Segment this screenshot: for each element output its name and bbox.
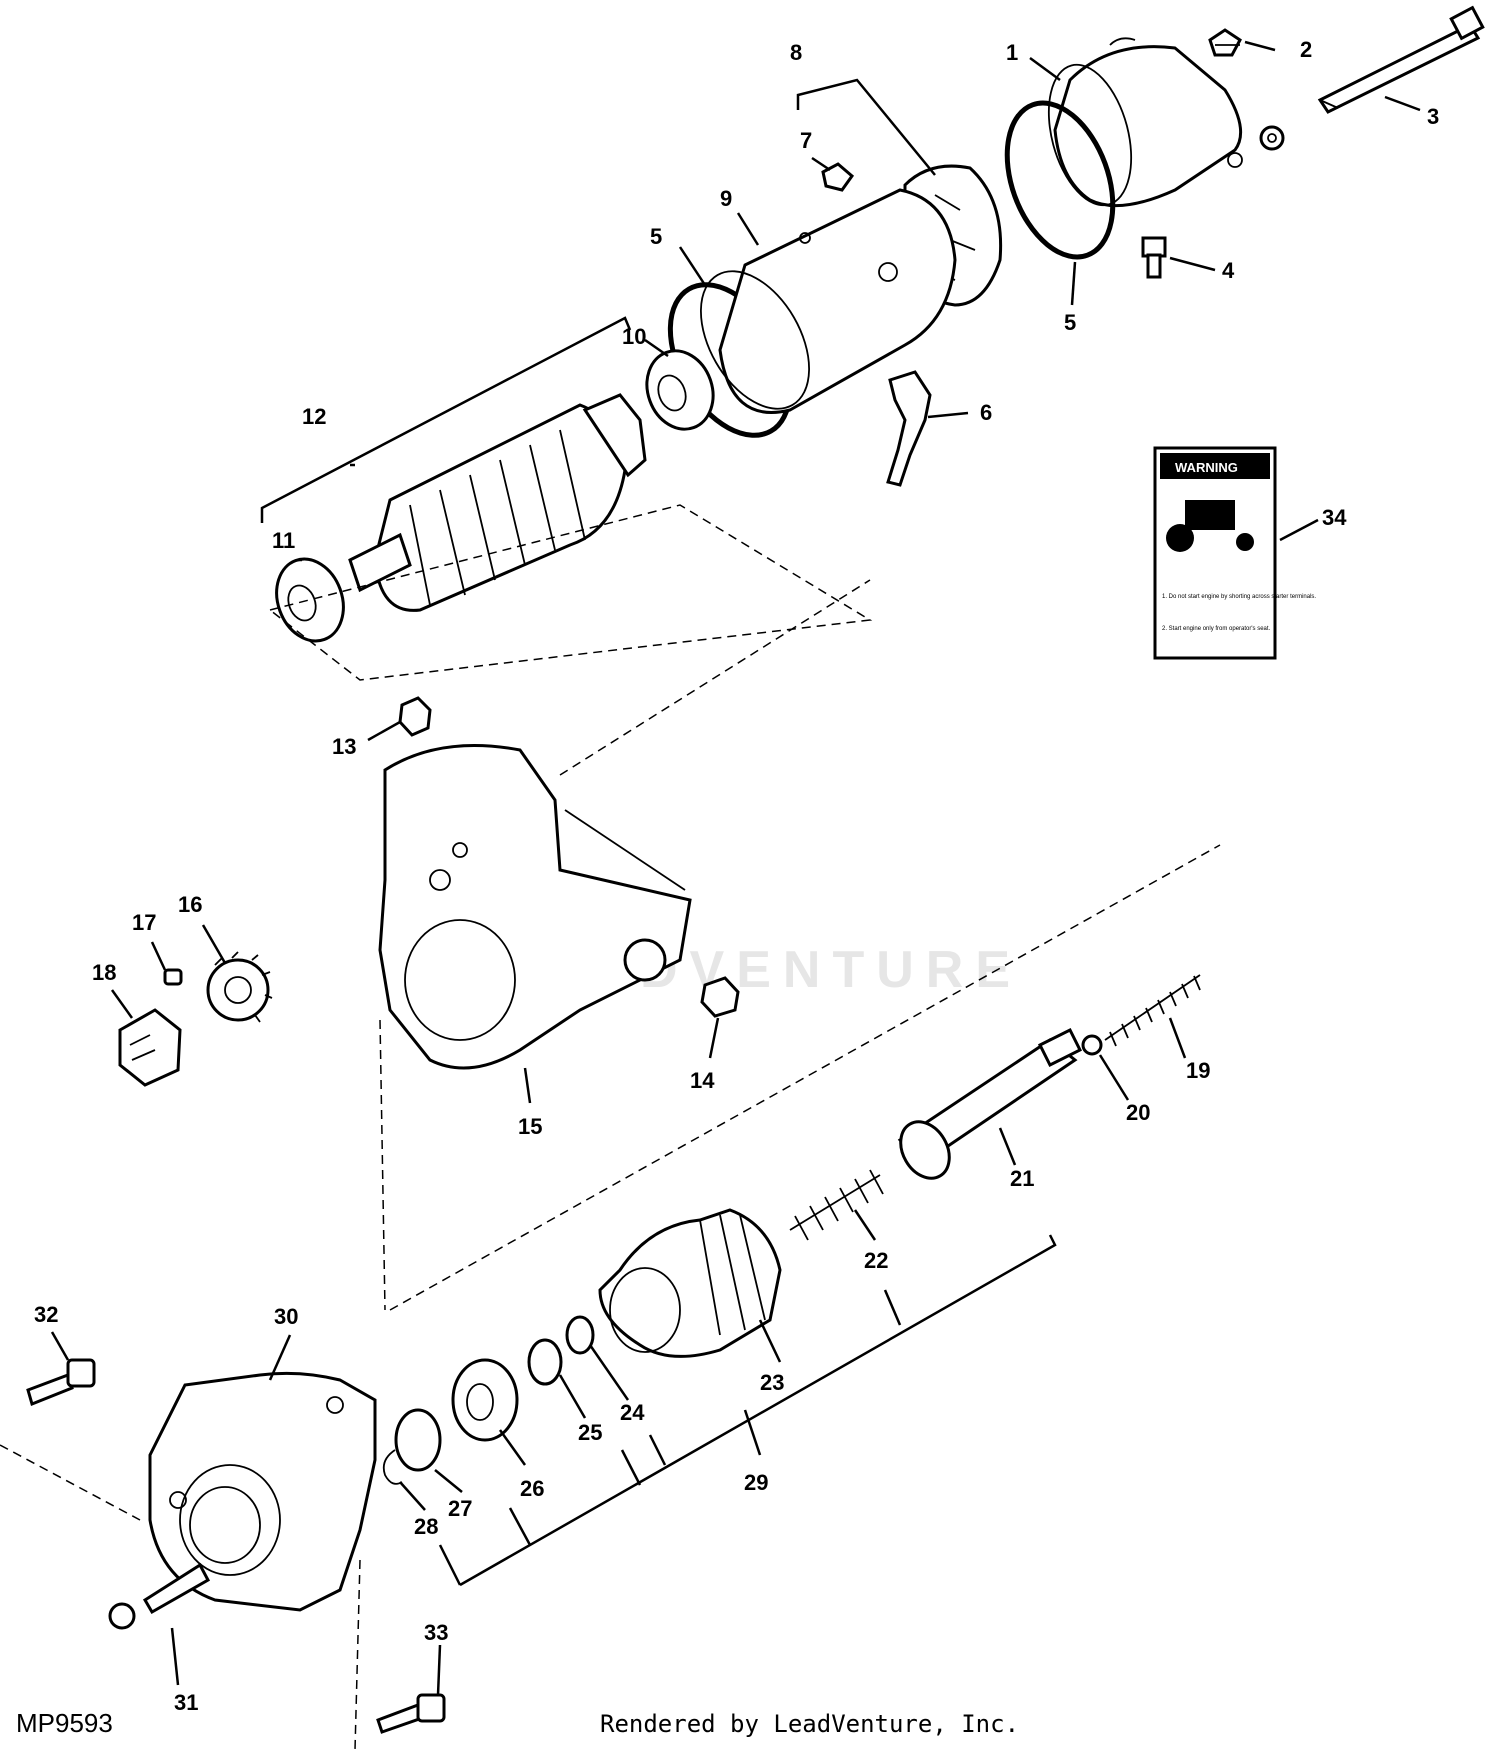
callout-18: 18: [92, 960, 116, 985]
part-23-clutch: [598, 1208, 782, 1358]
callout-19: 19: [1186, 1058, 1210, 1083]
part-10-bearing: [645, 349, 715, 431]
alignment-line-housing: [379, 1019, 386, 1311]
part-7-clip: [821, 162, 855, 192]
callout-6: 6: [980, 400, 992, 425]
callout-21: 21: [1010, 1166, 1034, 1191]
warning-line-2: 2. Start engine only from operator's sea…: [1162, 626, 1271, 632]
callout-15: 15: [518, 1114, 542, 1139]
part-28-snap-ring: [382, 1449, 403, 1485]
part-20-ball: [1081, 1034, 1103, 1056]
part-3-through-bolt: [1317, 5, 1485, 114]
part-33-bolt: [376, 1693, 446, 1734]
part-26-pinion: [451, 1358, 519, 1442]
alignment-line-bolt-33: [354, 1559, 361, 1751]
part-21-shaft: [897, 1027, 1083, 1180]
part-31-bolt: [108, 1562, 211, 1630]
callout-labels: 1 2 3 4 5 5 6 7 8 9 10 11 12 13 14 15 16…: [34, 37, 1439, 1715]
callout-7: 7: [800, 128, 812, 153]
callout-24: 24: [620, 1400, 645, 1425]
callout-5-front: 5: [650, 224, 662, 249]
part-17-pin: [163, 968, 183, 986]
part-14-nut: [700, 976, 740, 1018]
callout-25: 25: [578, 1420, 602, 1445]
alignment-line-drive: [389, 844, 1221, 1311]
callout-1: 1: [1006, 40, 1018, 65]
callout-12: 12: [302, 404, 326, 429]
part-34-warning-decal: WARNING 1. Do not start engine by shorti…: [1153, 446, 1316, 660]
callout-13: 13: [332, 734, 356, 759]
callout-29: 29: [744, 1470, 768, 1495]
callout-9: 9: [720, 186, 732, 211]
figure-id: MP9593: [16, 1708, 113, 1738]
part-9-field-frame: [700, 188, 957, 414]
leader-lines: [50, 40, 1421, 1696]
part-19-spring: [1104, 974, 1201, 1047]
callout-17: 17: [132, 910, 156, 935]
warning-line-1: 1. Do not start engine by shorting acros…: [1162, 594, 1316, 600]
callout-2: 2: [1300, 37, 1312, 62]
alignment-line-armature: [268, 504, 873, 681]
callout-5-rear: 5: [1064, 310, 1076, 335]
render-credit: Rendered by LeadVenture, Inc.: [600, 1710, 1020, 1738]
part-15-housing: [378, 744, 692, 1070]
callout-22: 22: [864, 1248, 888, 1273]
callout-33: 33: [424, 1620, 448, 1645]
callout-31: 31: [174, 1690, 198, 1715]
alignment-line-bolt: [0, 1444, 141, 1521]
part-13-nut: [398, 696, 432, 737]
part-12-armature: [348, 393, 647, 612]
callout-4: 4: [1222, 258, 1235, 283]
alignment-line-housing-top: [559, 579, 871, 776]
part-25-collar: [527, 1338, 563, 1386]
callout-32: 32: [34, 1302, 58, 1327]
part-6-brush-lead: [886, 370, 932, 487]
tractor-icon: [1166, 524, 1194, 552]
part-2-screw: [1208, 28, 1242, 57]
part-32-bolt: [26, 1358, 96, 1407]
part-16-gear: [206, 951, 273, 1023]
callout-16: 16: [178, 892, 202, 917]
part-30-front-housing: [148, 1371, 377, 1612]
callout-34: 34: [1322, 505, 1347, 530]
part-24-washer: [565, 1315, 595, 1355]
callout-23: 23: [760, 1370, 784, 1395]
callout-28: 28: [414, 1514, 438, 1539]
part-1-end-cover: [1047, 37, 1243, 208]
callout-27: 27: [448, 1496, 472, 1521]
warning-heading: WARNING: [1175, 460, 1238, 475]
part-18-holder: [118, 1008, 182, 1087]
part-11-bearing: [275, 557, 345, 643]
part-4-terminal-bolt: [1141, 236, 1167, 279]
callout-26: 26: [520, 1476, 544, 1501]
part-27-bushing: [394, 1408, 442, 1472]
callout-11: 11: [272, 528, 295, 553]
callout-30: 30: [274, 1304, 298, 1329]
callout-20: 20: [1126, 1100, 1150, 1125]
callout-3: 3: [1427, 104, 1439, 129]
warning-heading-bar: [1160, 453, 1270, 479]
part-5-o-ring-rear: [1004, 100, 1116, 260]
callout-8: 8: [790, 40, 802, 65]
part-22-spring: [789, 1169, 884, 1241]
callout-10: 10: [622, 324, 646, 349]
part-3-washer: [1259, 125, 1285, 151]
callout-14: 14: [690, 1068, 715, 1093]
part-3-washer-hole: [1267, 133, 1277, 143]
